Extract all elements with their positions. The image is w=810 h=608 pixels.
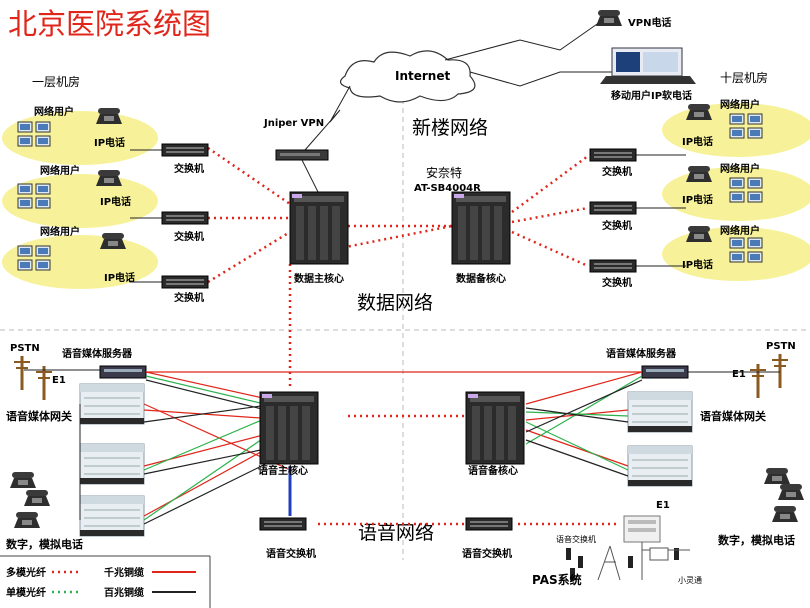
- data-main-core-label: 数据主核心: [294, 272, 344, 285]
- pas-base-station: [649, 547, 669, 561]
- right-user-group-1: 网络用户 IP电话 交换机: [589, 98, 810, 178]
- svg-text:网络用户: 网络用户: [40, 164, 80, 177]
- voice-backup-core-device: [465, 391, 525, 465]
- legend: 多模光纤 千兆铜缆 单模光纤 百兆铜缆: [0, 555, 211, 608]
- left-digital-phone-icon: [10, 472, 36, 488]
- internet-cloud: Internet: [339, 50, 476, 103]
- voice-main-core-device: [259, 391, 319, 465]
- voice-main-core-label: 语音主核心: [258, 464, 308, 477]
- left-media-gateway-label: 语音媒体网关: [6, 409, 72, 423]
- right-ip-phone-label: IP电话: [682, 135, 713, 148]
- backup-core-name: 安奈特: [426, 165, 462, 180]
- right-gateway-1: [627, 391, 693, 433]
- left-media-server-label: 语音媒体服务器: [62, 347, 133, 360]
- zone-floor1: 一层机房: [32, 74, 80, 89]
- svg-text:IP电话: IP电话: [682, 193, 713, 206]
- voice-links: [143, 371, 643, 526]
- right-media-server-label: 语音媒体服务器: [606, 347, 677, 360]
- left-switch-label: 交换机: [174, 162, 204, 175]
- left-ip-phone-label: IP电话: [94, 136, 125, 149]
- pas-switch-label: 语音交换机: [556, 534, 596, 544]
- pas-label: PAS系统: [532, 572, 582, 587]
- right-media-gateway-label: 语音媒体网关: [700, 409, 766, 423]
- legend-gig-copper: 千兆铜缆: [104, 566, 144, 579]
- data-fiber-links: [207, 146, 589, 390]
- vpn-phone-label: VPN电话: [628, 16, 671, 29]
- zone-voice-network: 语音网络: [358, 522, 434, 544]
- svg-text:IP电话: IP电话: [100, 195, 131, 208]
- data-backup-core-label: 数据备核心: [456, 272, 506, 285]
- internet-link-right: [469, 71, 612, 87]
- right-e1-label: E1: [732, 369, 746, 380]
- svg-text:IP电话: IP电话: [682, 258, 713, 271]
- zone-floor10: 十层机房: [720, 70, 768, 85]
- left-pstn-pole-icon: [12, 354, 32, 392]
- left-user-group-2: 网络用户 IP电话 交换机: [2, 164, 209, 243]
- left-gateway-1: [79, 383, 145, 425]
- svg-text:交换机: 交换机: [602, 276, 632, 289]
- left-pstn-label: PSTN: [10, 343, 40, 354]
- right-user-group-2: 网络用户 IP电话 交换机: [589, 162, 810, 232]
- left-gateway-2: [79, 443, 145, 485]
- pas-antenna-icon: [597, 545, 621, 581]
- left-digital-analog-label: 数字，模拟电话: [6, 537, 83, 551]
- svg-text:网络用户: 网络用户: [40, 225, 80, 238]
- mobile-user-label: 移动用户IP软电话: [611, 89, 692, 102]
- right-pstn-label: PSTN: [766, 341, 796, 352]
- svg-text:IP电话: IP电话: [104, 271, 135, 284]
- internet-link-left: [304, 85, 351, 151]
- pas-e1-label: E1: [656, 500, 670, 511]
- right-pstn-pole-icon: [770, 352, 790, 390]
- legend-mm-fiber: 多模光纤: [6, 566, 46, 579]
- left-user-group-1: 网络用户 IP电话 交换机: [2, 105, 209, 175]
- svg-text:网络用户: 网络用户: [720, 224, 760, 237]
- right-gateway-2: [627, 445, 693, 487]
- data-main-core-device: [289, 191, 349, 265]
- juniper-label: Jniper VPN: [263, 118, 324, 129]
- zone-new-building: 新楼网络: [412, 117, 488, 139]
- laptop-icon: [600, 47, 696, 84]
- svg-text:交换机: 交换机: [174, 230, 204, 243]
- svg-text:交换机: 交换机: [174, 291, 204, 304]
- xiaolingtong-label: 小灵通: [678, 575, 702, 585]
- pas-switch-device: [623, 515, 661, 543]
- backup-core-model: AT-SB4004R: [414, 183, 481, 194]
- svg-text:交换机: 交换机: [602, 219, 632, 232]
- voice-switch-left-label: 语音交换机: [266, 547, 316, 560]
- legend-fe-copper: 百兆铜缆: [104, 586, 144, 599]
- internet-label: Internet: [395, 69, 450, 83]
- right-digital-phone-icon: [764, 468, 790, 484]
- right-user-group-3: 网络用户 IP电话 交换机: [589, 224, 810, 289]
- legend-sm-fiber: 单模光纤: [6, 586, 46, 599]
- voice-switch-right-device: [465, 517, 513, 531]
- voice-switch-right-label: 语音交换机: [462, 547, 512, 560]
- pas-handsets: [566, 548, 679, 580]
- left-network-user-label: 网络用户: [34, 105, 74, 118]
- svg-text:网络用户: 网络用户: [720, 162, 760, 175]
- voice-backup-core-label: 语音备核心: [468, 464, 518, 477]
- left-gateway-3: [79, 495, 145, 537]
- juniper-vpn-device: [275, 149, 329, 161]
- right-digital-analog-label: 数字，模拟电话: [718, 533, 795, 547]
- right-media-server-device: [641, 365, 689, 379]
- zone-data-network: 数据网络: [357, 292, 433, 314]
- right-switch-label: 交换机: [602, 165, 632, 178]
- diagram-title: 北京医院系统图: [8, 7, 211, 41]
- right-network-user-label: 网络用户: [720, 98, 760, 111]
- internet-link-top: [444, 21, 601, 61]
- left-e1-label: E1: [52, 375, 66, 386]
- left-user-group-3: 网络用户 IP电话 交换机: [2, 225, 209, 304]
- vpn-phone-icon: [596, 10, 622, 26]
- left-media-server-device: [99, 365, 147, 379]
- data-backup-core-device: [451, 191, 511, 265]
- voice-switch-left-device: [259, 517, 307, 531]
